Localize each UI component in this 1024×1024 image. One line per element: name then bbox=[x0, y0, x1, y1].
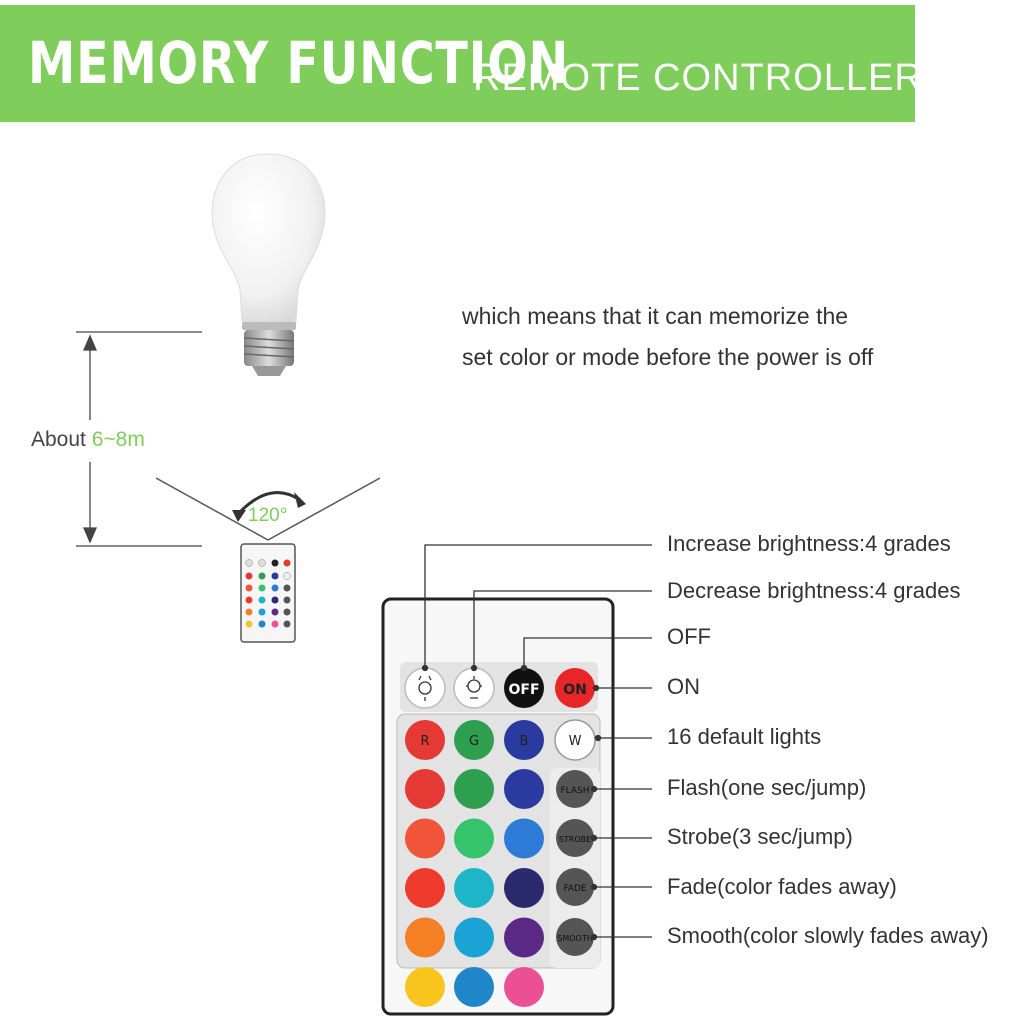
distance-prefix: About bbox=[31, 428, 92, 451]
svg-text:R: R bbox=[420, 734, 429, 749]
svg-text:FLASH: FLASH bbox=[560, 786, 589, 796]
memory-description: which means that it can memorize the set… bbox=[462, 296, 873, 378]
color-button[interactable] bbox=[405, 818, 445, 859]
fade-button[interactable]: FADE bbox=[556, 868, 594, 906]
color-button[interactable] bbox=[504, 818, 544, 859]
color-button[interactable] bbox=[504, 868, 544, 908]
banner-subtitle: REMOTE CONTROLLER bbox=[473, 57, 923, 99]
label-strobe: Strobe(3 sec/jump) bbox=[667, 824, 853, 849]
color-button[interactable] bbox=[454, 818, 494, 859]
label-increase-brightness: Increase brightness:4 grades bbox=[667, 531, 951, 556]
smooth-button[interactable]: SMOOTH bbox=[556, 918, 594, 956]
svg-text:G: G bbox=[469, 734, 479, 749]
increase-brightness-button[interactable] bbox=[404, 667, 446, 709]
color-button[interactable] bbox=[454, 769, 494, 809]
small-remote-icon bbox=[240, 543, 296, 643]
svg-text:B: B bbox=[520, 734, 529, 749]
strobe-button[interactable]: STROBE bbox=[556, 819, 594, 857]
angle-indicator bbox=[155, 477, 381, 541]
color-button[interactable] bbox=[405, 917, 445, 958]
sun-icon bbox=[418, 681, 432, 695]
color-button[interactable] bbox=[504, 917, 544, 958]
svg-text:OFF: OFF bbox=[508, 682, 539, 698]
title-banner: MEMORY FUNCTION REMOTE CONTROLLER bbox=[0, 5, 922, 122]
color-button[interactable] bbox=[504, 769, 544, 809]
color-button[interactable] bbox=[454, 868, 494, 908]
color-button[interactable] bbox=[405, 967, 445, 1007]
label-decrease-brightness: Decrease brightness:4 grades bbox=[667, 578, 961, 603]
distance-indicator bbox=[76, 331, 202, 547]
color-buttons-grid bbox=[405, 769, 544, 1007]
white-button[interactable]: W bbox=[554, 719, 596, 761]
svg-text:ON: ON bbox=[563, 682, 587, 698]
svg-text:STROBE: STROBE bbox=[559, 835, 591, 844]
color-button[interactable] bbox=[454, 917, 494, 958]
callout-lines bbox=[421, 544, 652, 941]
distance-label: About 6~8m bbox=[31, 428, 145, 452]
svg-text:SMOOTH: SMOOTH bbox=[557, 934, 592, 943]
label-smooth: Smooth(color slowly fades away) bbox=[667, 923, 989, 948]
description-line-1: which means that it can memorize the bbox=[462, 303, 849, 329]
light-bulb-icon bbox=[211, 153, 326, 376]
label-flash: Flash(one sec/jump) bbox=[667, 775, 867, 800]
angle-label: 120° bbox=[248, 505, 288, 526]
svg-text:W: W bbox=[569, 734, 582, 749]
green-button[interactable]: G bbox=[454, 720, 494, 760]
svg-text:FADE: FADE bbox=[563, 884, 586, 894]
flash-button[interactable]: FLASH bbox=[556, 770, 594, 808]
label-on: ON bbox=[667, 674, 700, 699]
banner-title: MEMORY FUNCTION bbox=[28, 29, 570, 97]
label-fade: Fade(color fades away) bbox=[667, 874, 897, 899]
description-line-2: set color or mode before the power is of… bbox=[462, 344, 874, 370]
color-button[interactable] bbox=[454, 967, 494, 1007]
off-button[interactable]: OFF bbox=[504, 668, 544, 708]
on-button[interactable]: ON bbox=[555, 668, 595, 708]
label-default-lights: 16 default lights bbox=[667, 724, 822, 749]
color-button[interactable] bbox=[405, 868, 445, 908]
color-button[interactable] bbox=[405, 769, 445, 809]
distance-value: 6~8m bbox=[91, 428, 145, 451]
label-off: OFF bbox=[667, 624, 711, 649]
red-button[interactable]: R bbox=[405, 720, 445, 760]
color-button[interactable] bbox=[504, 967, 544, 1007]
blue-button[interactable]: B bbox=[504, 720, 544, 760]
decrease-brightness-button[interactable] bbox=[453, 667, 495, 709]
